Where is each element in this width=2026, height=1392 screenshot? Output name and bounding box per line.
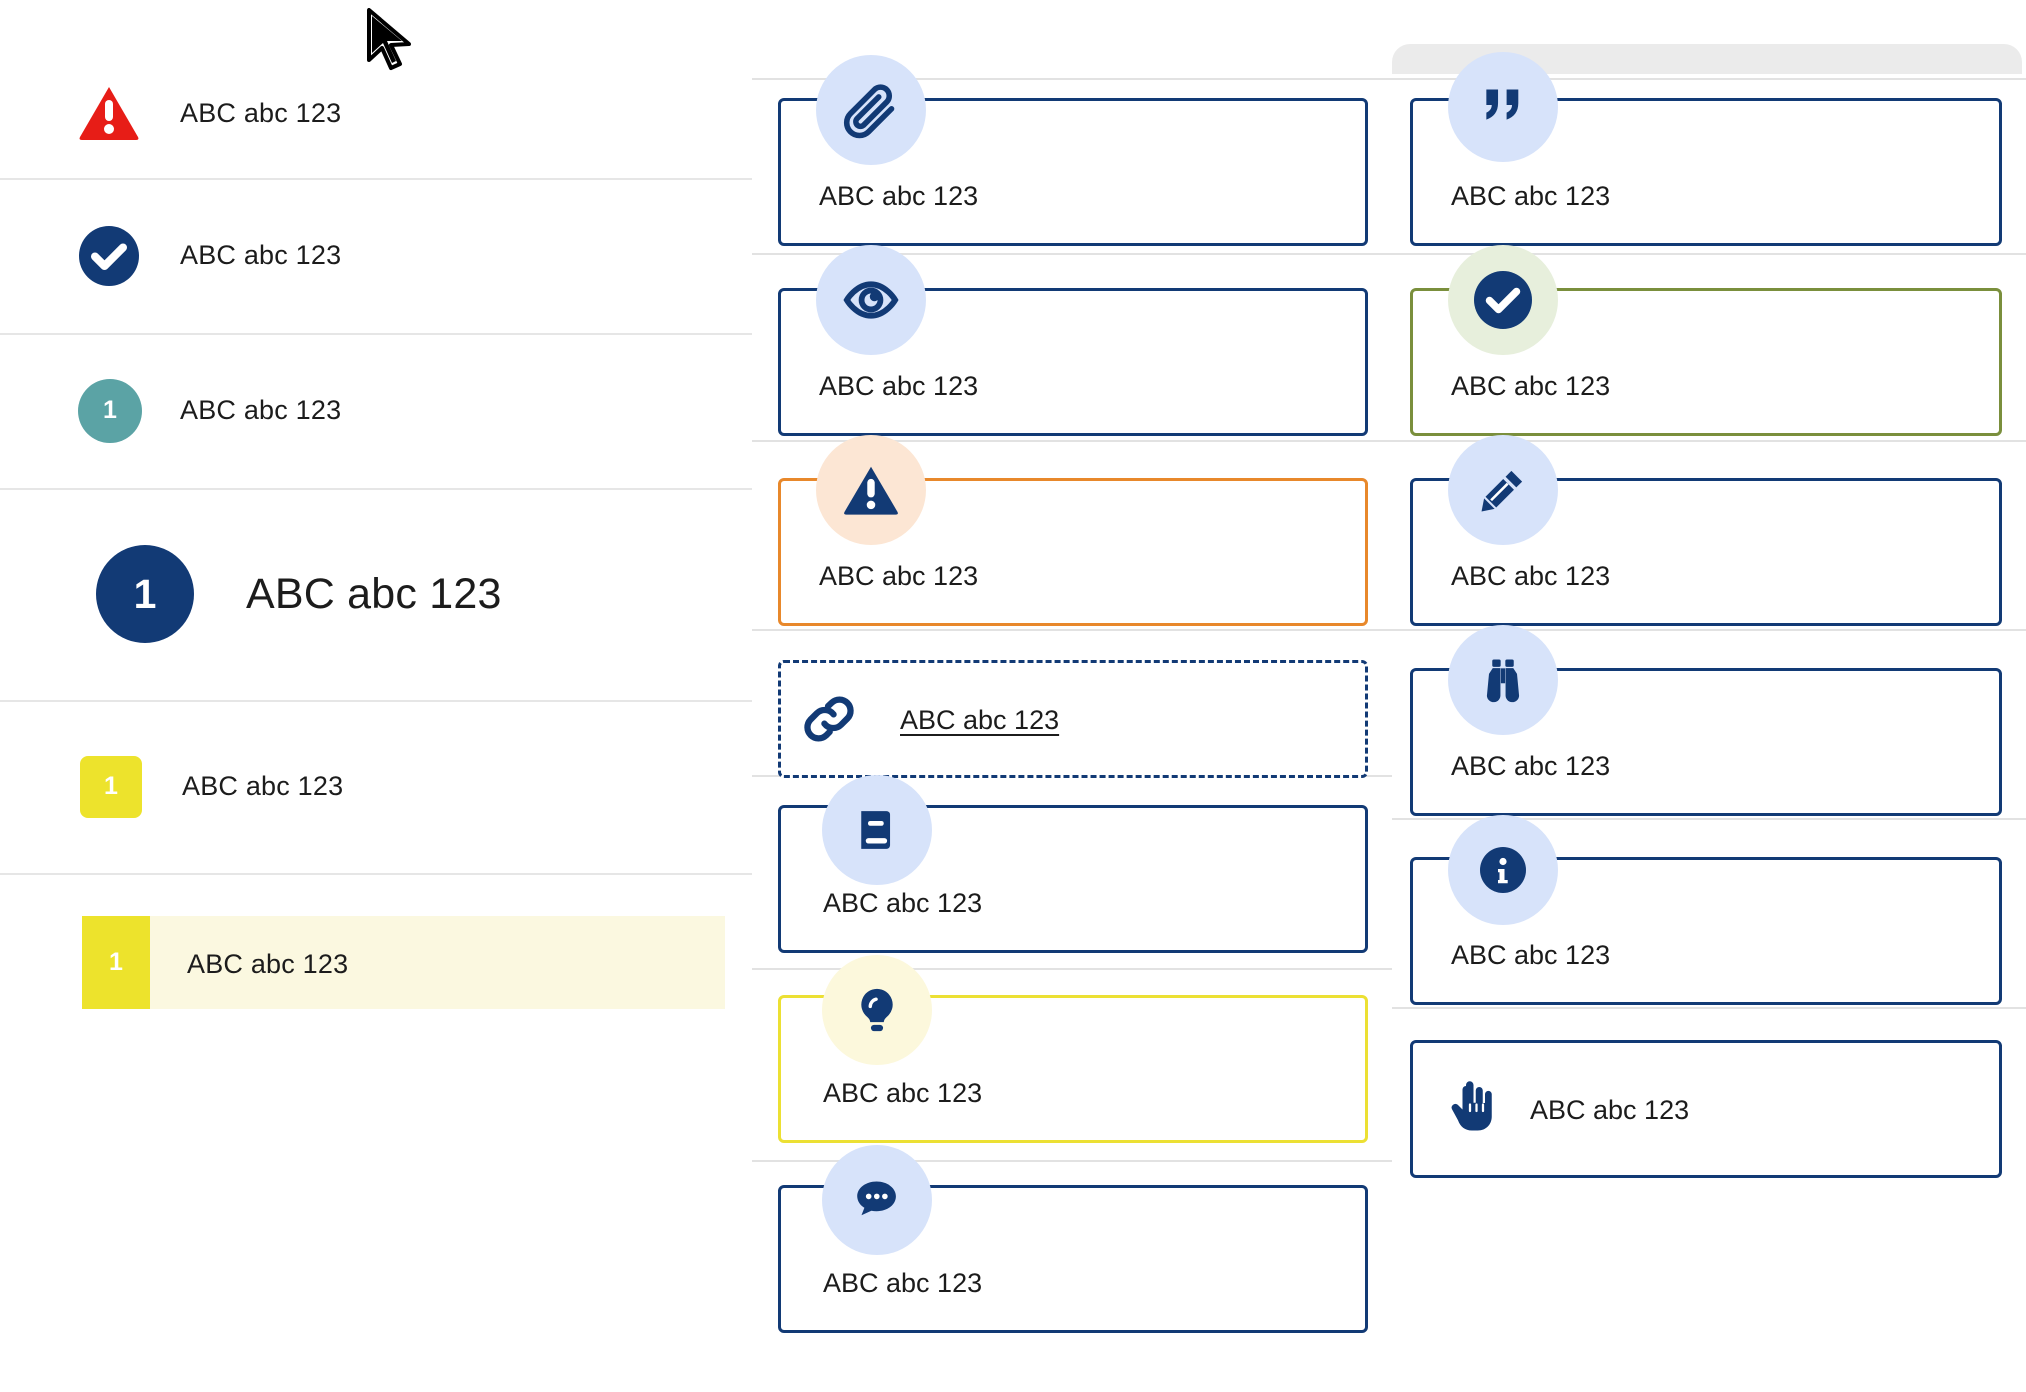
action-card-label: ABC abc 123 xyxy=(1530,1095,1690,1125)
comment-card-label: ABC abc 123 xyxy=(823,1268,983,1298)
action-card[interactable]: ABC abc 123 xyxy=(1410,1040,2002,1178)
list-divider xyxy=(0,333,752,335)
list-item-label: ABC abc 123 xyxy=(180,97,342,128)
card-separator xyxy=(1392,629,2026,631)
list-item[interactable]: 1 ABC abc 123 xyxy=(0,488,752,700)
badge-number: 1 xyxy=(103,396,117,424)
badge-number: 1 xyxy=(133,570,157,617)
info-circle-icon xyxy=(1448,815,1558,925)
selected-row-highlight xyxy=(82,916,725,1009)
list-divider xyxy=(0,700,752,702)
comment-dots-icon xyxy=(822,1145,932,1255)
card-separator xyxy=(752,440,1392,442)
quote-icon xyxy=(1448,52,1558,162)
idea-card-label: ABC abc 123 xyxy=(823,1078,983,1108)
card-separator xyxy=(752,78,1392,80)
pointing-hand-icon xyxy=(1426,1062,1516,1152)
list-item[interactable]: 1 ABC abc 123 xyxy=(0,700,752,873)
success-card-label: ABC abc 123 xyxy=(1451,371,1611,401)
check-circle-icon xyxy=(1448,245,1558,355)
list-item-selected[interactable]: 1 ABC abc 123 xyxy=(0,873,752,1053)
list-divider xyxy=(0,488,752,490)
warning-triangle-icon xyxy=(78,82,140,144)
list-item-label: ABC abc 123 xyxy=(180,395,342,425)
binoculars-icon xyxy=(1448,625,1558,735)
attachment-card-label: ABC abc 123 xyxy=(819,181,979,211)
quote-card-label: ABC abc 123 xyxy=(1451,181,1611,211)
list-divider xyxy=(0,873,752,875)
warning-card-label: ABC abc 123 xyxy=(819,561,979,591)
card-separator xyxy=(1392,1007,2026,1009)
link-card-label[interactable]: ABC abc 123 xyxy=(900,705,1060,735)
list-item-label: ABC abc 123 xyxy=(182,771,344,801)
card-separator xyxy=(1392,440,2026,442)
pencil-icon xyxy=(1448,435,1558,545)
left-list-panel: ABC abc 123 ABC abc 123 1 ABC abc 123 xyxy=(0,0,752,1392)
list-item-label: ABC abc 123 xyxy=(180,240,342,270)
list-item[interactable]: ABC abc 123 xyxy=(0,48,752,178)
number-badge-square: 1 xyxy=(80,755,142,818)
comment-card[interactable]: ABC abc 123 xyxy=(778,1185,1368,1333)
check-circle-icon xyxy=(78,225,140,287)
card-separator xyxy=(1392,818,2026,820)
eye-icon xyxy=(816,245,926,355)
book-card-label: ABC abc 123 xyxy=(823,888,983,918)
lightbulb-icon xyxy=(822,955,932,1065)
edit-card-label: ABC abc 123 xyxy=(1451,561,1611,591)
number-badge-circle: 1 xyxy=(96,545,194,643)
mouse-cursor xyxy=(365,8,417,81)
card-separator xyxy=(752,629,1392,631)
number-badge-circle: 1 xyxy=(78,378,142,443)
badge-number: 1 xyxy=(109,948,123,976)
info-card-label: ABC abc 123 xyxy=(1451,940,1611,970)
chain-link-icon xyxy=(790,680,868,758)
list-item[interactable]: ABC abc 123 xyxy=(0,178,752,333)
card-separator xyxy=(1392,78,2026,80)
preview-card-label: ABC abc 123 xyxy=(819,371,979,401)
list-divider xyxy=(0,178,752,180)
card-separator xyxy=(752,1160,1392,1162)
card-separator xyxy=(752,253,1392,255)
card-separator xyxy=(1392,253,2026,255)
badge-number: 1 xyxy=(104,772,118,800)
middle-card-column: ABC abc 123 ABC abc 123 ABC abc 123 xyxy=(752,55,1392,1333)
list-item-label: ABC abc 123 xyxy=(246,569,502,618)
number-badge-square: 1 xyxy=(82,916,150,1009)
list-item-label: ABC abc 123 xyxy=(187,949,349,979)
warning-triangle-icon xyxy=(816,435,926,545)
link-card[interactable]: ABC abc 123 xyxy=(778,660,1368,778)
card-separator xyxy=(752,968,1392,970)
book-icon xyxy=(822,775,932,885)
paperclip-icon xyxy=(816,55,926,165)
explore-card-label: ABC abc 123 xyxy=(1451,751,1611,781)
list-item[interactable]: 1 ABC abc 123 xyxy=(0,333,752,488)
